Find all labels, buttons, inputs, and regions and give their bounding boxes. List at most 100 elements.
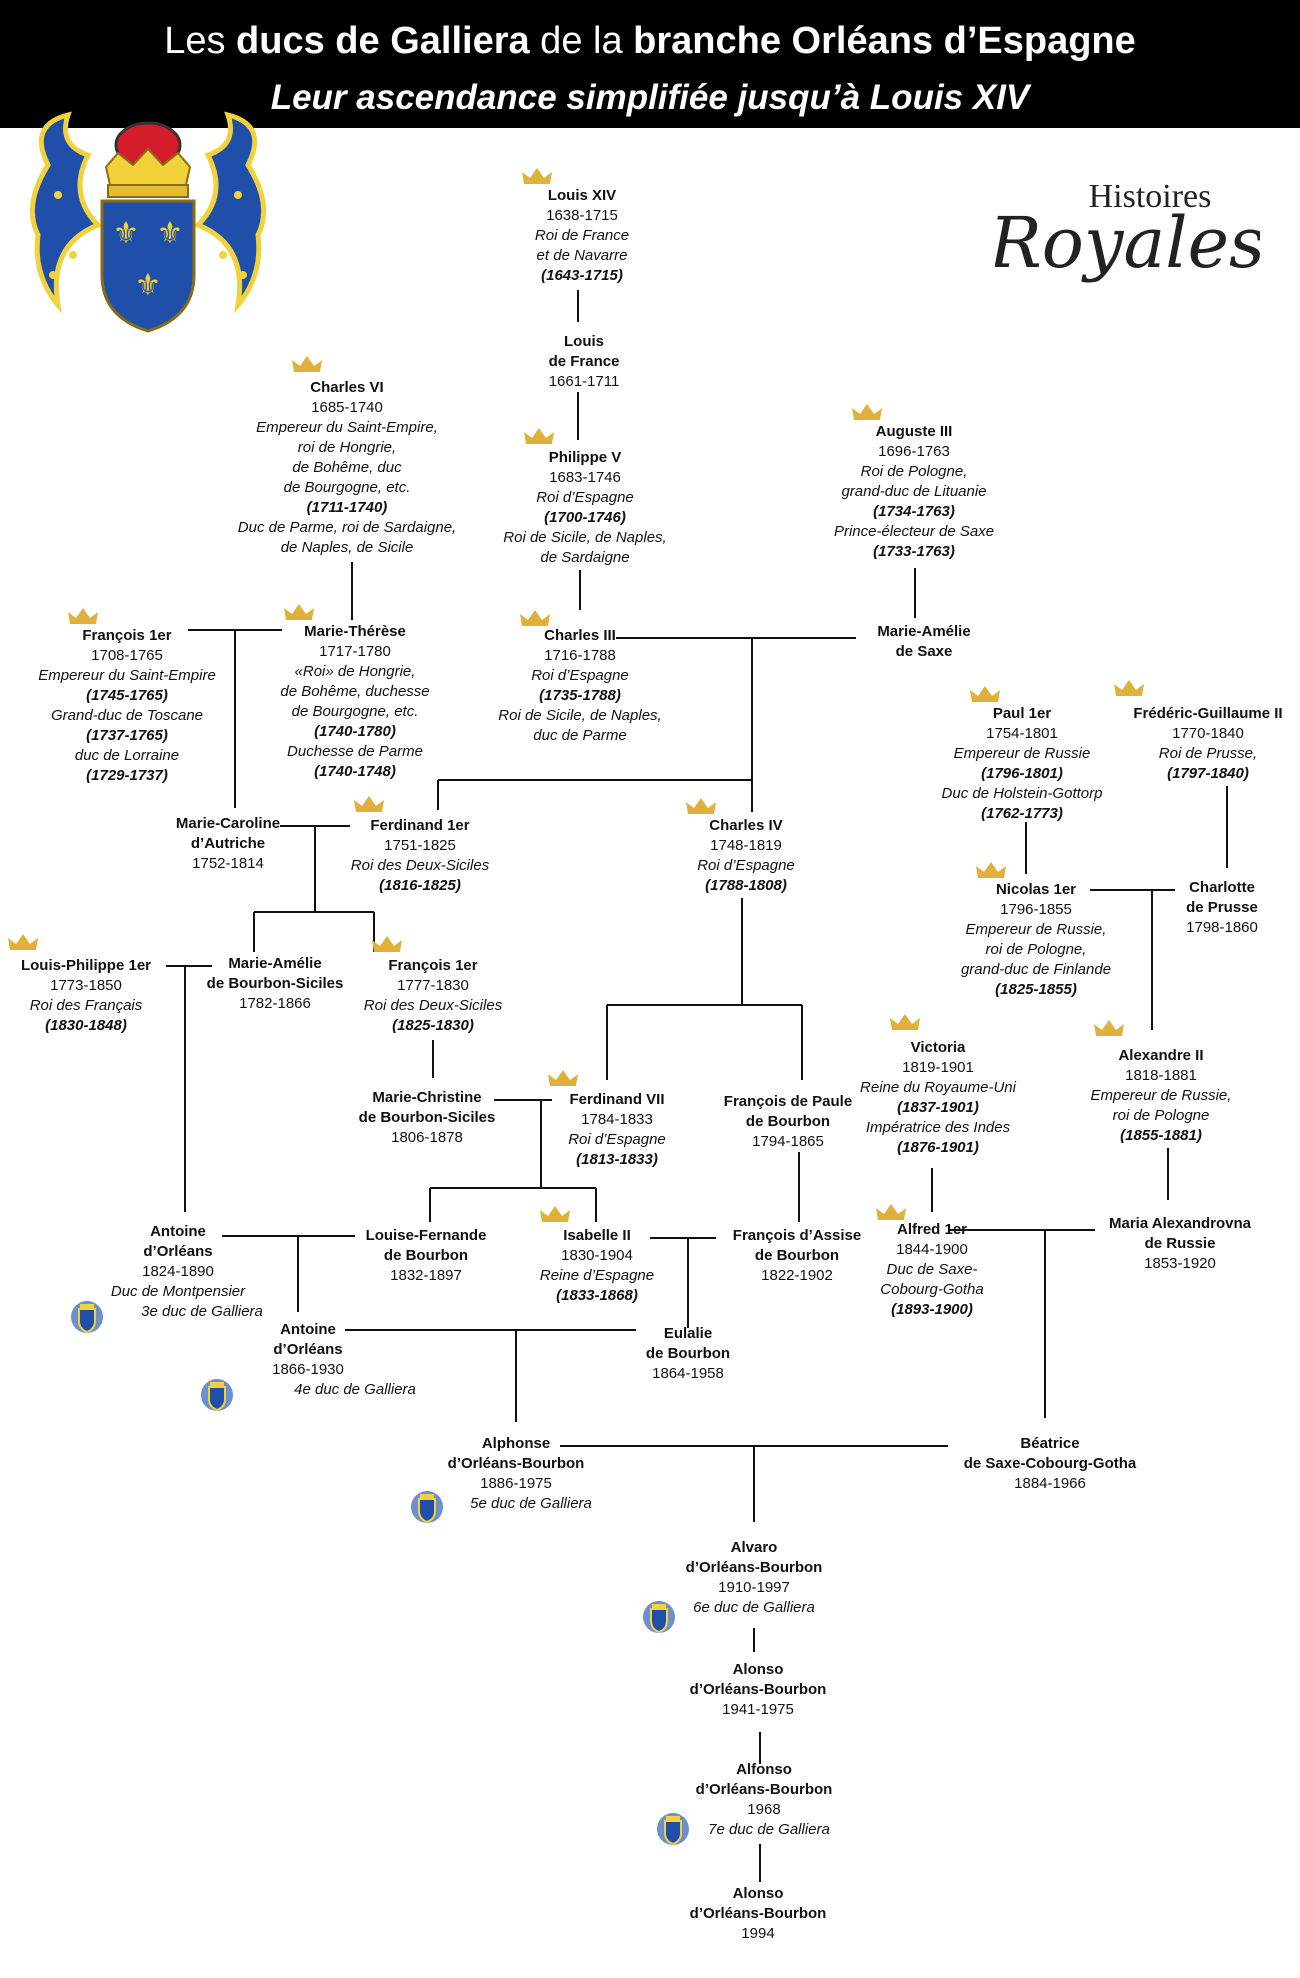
person-name: Nicolas 1er [995,881,1077,898]
person-marie-christine: Marie-Christine de Bourbon-Siciles 1806-… [359,1088,496,1148]
person-title: Reine d’Espagne [539,1267,655,1284]
person-title: de Sardaigne [540,549,630,566]
person-title: Roi de Pologne, [860,463,968,480]
person-reign: (1711-1740) [306,499,388,516]
person-title: Empereur de Russie, [965,921,1107,938]
person-frederic-guillaume-ii: Frédéric-Guillaume II 1770-1840 Roi de P… [1133,704,1282,784]
person-charles-vi: Charles VI 1685-1740 Empereur du Saint-E… [238,378,456,558]
person-name: Alvaro [730,1539,778,1556]
person-name: Marie-Christine [372,1089,482,1106]
person-dates: 1968 [747,1801,781,1818]
person-alfred-1er: Alfred 1er 1844-1900 Duc de Saxe- Cobour… [880,1220,983,1320]
person-dates: 1748-1819 [710,837,782,854]
person-francois-1er-empereur: François 1er 1708-1765 Empereur du Saint… [38,626,216,786]
person-name: de Saxe-Cobourg-Gotha [963,1455,1137,1472]
person-dates: 1819-1901 [902,1059,974,1076]
person-name: Alexandre II [1118,1047,1204,1064]
person-reign: (1643-1715) [541,267,623,284]
coat-of-arms-icon [71,1301,103,1334]
person-antoine-d-orleans-1824: Antoine d’Orléans 1824-1890 Duc de Montp… [93,1222,263,1322]
person-name: d’Autriche [190,835,266,852]
crown-icon [522,168,552,184]
person-name: de France [548,353,620,370]
person-name: Marie-Thérèse [304,623,406,640]
person-name: Eulalie [663,1325,713,1342]
person-name: de Bourbon [383,1247,469,1264]
person-dates: 1832-1897 [390,1267,462,1284]
person-title: Empereur du Saint-Empire [38,667,216,684]
svg-text:Histoires: Histoires [1089,178,1212,215]
person-name: Louise-Fernande [365,1227,487,1244]
person-dates: 1941-1975 [722,1701,794,1718]
person-title: de Bohême, duc [292,459,402,476]
person-dates: 1822-1902 [761,1267,833,1284]
person-name: Ferdinand VII [569,1091,665,1108]
person-title: Empereur du Saint-Empire, [256,419,438,436]
person-dates: 1844-1900 [896,1241,968,1258]
person-dates: 1884-1966 [1014,1475,1086,1492]
person-dates: 1661-1711 [548,373,620,390]
person-reign: (1796-1801) [981,765,1063,782]
person-francois-1er-deux-siciles: François 1er 1777-1830 Roi des Deux-Sici… [364,956,502,1036]
person-name: de Bourbon [645,1345,731,1362]
person-name: Frédéric-Guillaume II [1133,705,1283,722]
person-dates: 1784-1833 [581,1111,653,1128]
person-name: Isabelle II [563,1227,631,1244]
person-dates: 1752-1814 [192,855,264,872]
person-ferdinand-vii: Ferdinand VII 1784-1833 Roi d’Espagne (1… [568,1090,666,1170]
histoires-royales-logo: Histoires Royales [995,178,1260,284]
coat-of-arms-icon [411,1491,443,1524]
person-title: Roi d’Espagne [568,1131,666,1148]
person-eulalie-de-bourbon: Eulalie de Bourbon 1864-1958 [646,1324,730,1384]
svg-text:⚜: ⚜ [135,268,162,303]
person-title: Roi de Prusse, [1158,745,1258,762]
person-francois-de-paule: François de Paule de Bourbon 1794-1865 [724,1092,852,1152]
person-title: duc de Parme [533,727,627,744]
person-dates: 1798-1860 [1186,919,1258,936]
galliera-rank: 3e duc de Galliera [141,1303,263,1320]
person-alonso-d-orleans-bourbon-1941: Alonso d’Orléans-Bourbon 1941-1975 [690,1660,827,1720]
person-title: Duc de Saxe- [886,1261,978,1278]
person-title: roi de Hongrie, [297,439,397,456]
person-victoria: Victoria 1819-1901 Reine du Royaume-Uni … [860,1038,1016,1158]
person-auguste-iii: Auguste III 1696-1763 Roi de Pologne, gr… [834,422,994,562]
person-philippe-v: Philippe V 1683-1746 Roi d’Espagne (1700… [503,448,666,568]
person-reign: (1833-1868) [556,1287,638,1304]
person-name: Charles III [544,627,616,644]
person-reign: (1737-1765) [86,727,168,744]
person-louise-fernande: Louise-Fernande de Bourbon 1832-1897 [366,1226,487,1286]
person-dates: 1638-1715 [546,207,618,224]
crown-icon [354,796,384,812]
person-name: Philippe V [548,449,622,466]
title-banner: Les ducs de Galliera de la branche Orléa… [0,0,1300,128]
person-name: d’Orléans [143,1243,213,1260]
galliera-rank: 4e duc de Galliera [294,1381,416,1398]
person-name: François d’Assise [732,1227,862,1244]
person-name: François 1er [388,957,478,974]
person-name: Louis XIV [547,187,617,204]
crown-icon [876,1204,906,1220]
person-title: Reine du Royaume-Uni [860,1079,1016,1096]
crown-icon [852,404,882,420]
person-name: d’Orléans-Bourbon [689,1905,827,1922]
svg-text:⚜: ⚜ [113,216,140,251]
person-dates: 1818-1881 [1125,1067,1197,1084]
person-name: de Bourbon [745,1113,831,1130]
person-reign: (1700-1746) [544,509,626,526]
person-name: de Bourbon-Siciles [206,975,344,992]
person-reign: (1740-1780) [314,723,396,740]
person-name: Alfred 1er [896,1221,968,1238]
person-dates: 1773-1850 [50,977,122,994]
person-name: de Bourbon-Siciles [358,1109,496,1126]
person-name: Paul 1er [992,705,1052,722]
person-title: Roi de Sicile, de Naples, [503,529,667,546]
person-marie-therese: Marie-Thérèse 1717-1780 «Roi» de Hongrie… [280,622,429,782]
person-reign: (1733-1763) [873,543,955,560]
person-dates: 1866-1930 [272,1361,344,1378]
person-dates: 1853-1920 [1144,1255,1216,1272]
person-reign: (1762-1773) [981,805,1063,822]
person-louis-de-france: Louis de France 1661-1711 [549,332,620,392]
person-name: Charles VI [310,379,384,396]
crown-icon [292,356,322,372]
person-reign: (1734-1763) [873,503,955,520]
